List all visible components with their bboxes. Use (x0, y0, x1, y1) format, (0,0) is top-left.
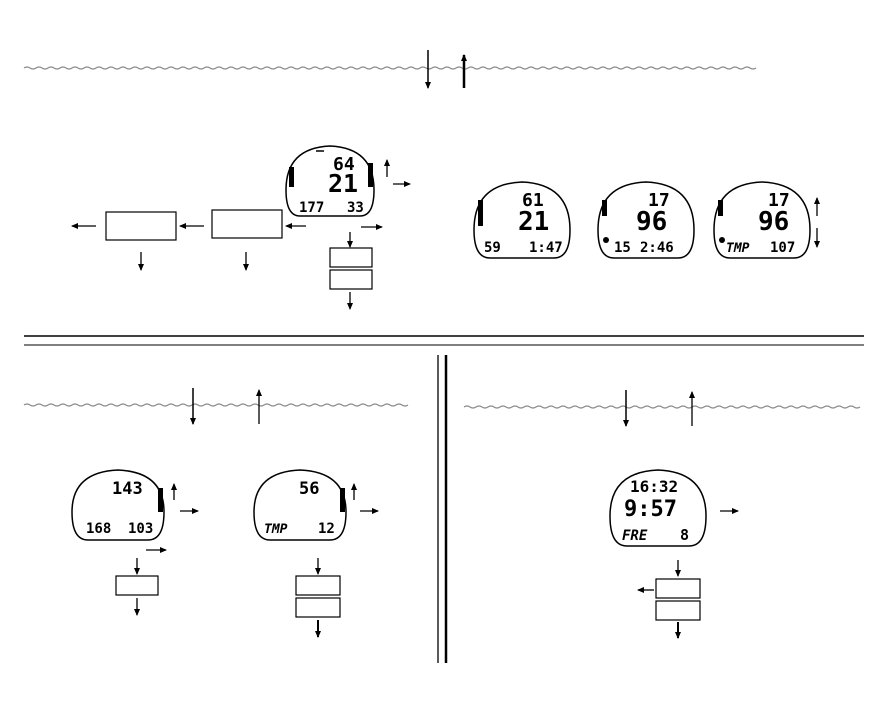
mode-box-1 (106, 212, 176, 240)
lcd-r2-line3b: 2:46 (640, 240, 674, 256)
lcd-r1-line3b: 1:47 (529, 240, 563, 256)
lcd-r3-line2: 96 (758, 207, 789, 237)
stack-box-upper (330, 248, 372, 267)
water-surface-line-bottom-left (24, 404, 408, 406)
lcd-screen-bottom-right: 16:32 9:57 FRE 8 (610, 470, 706, 546)
stack-box-br-upper (656, 579, 700, 598)
lcd-screen-bottom-left-1: 143 168 103 (72, 470, 164, 540)
lcd-bl1-line1: 143 (112, 479, 143, 499)
lcd-screen-bottom-left-2: 56 TMP 12 (254, 470, 346, 540)
lcd-screen-top-r3: 17 96 TMP 107 (714, 182, 810, 258)
lcd-r2-line3a: 15 (614, 240, 631, 256)
lcd-bl2-line3b: 12 (318, 521, 335, 537)
lcd-br-line1: 16:32 (630, 477, 678, 496)
box-bl1 (116, 576, 158, 595)
lcd-top-center-line3a: 177 (299, 200, 324, 216)
water-surface-line-top (24, 67, 756, 69)
lcd-r2-line2: 96 (636, 207, 667, 237)
lcd-br-line3b: 8 (680, 526, 689, 544)
stack-box-br-lower (656, 601, 700, 620)
lcd-r1-line3a: 59 (484, 240, 501, 256)
stack-box-bl2-lower (296, 598, 340, 617)
water-surface-line-bottom-right (464, 406, 860, 408)
lcd-r1-line2: 21 (518, 207, 549, 237)
lcd-bl1-line3b: 103 (128, 521, 153, 537)
stack-box-bl2-upper (296, 576, 340, 595)
lcd-top-center-line2: 21 (328, 169, 358, 198)
lcd-bl2-line3a: TMP (264, 522, 288, 537)
lcd-bl2-line1: 56 (299, 479, 319, 499)
lcd-screen-top-r1: 61 21 59 1:47 (474, 182, 570, 258)
lcd-r3-line3a: TMP (726, 241, 750, 256)
lcd-screen-top-r2: 17 96 15 2:46 (598, 182, 694, 258)
stack-box-lower (330, 270, 372, 289)
lcd-br-line3a: FRE (622, 528, 648, 544)
lcd-screen-top-center: 64 21 177 33 (286, 146, 374, 216)
lcd-top-center-line3b: 33 (347, 200, 364, 216)
mode-box-2 (212, 210, 282, 238)
lcd-bl1-line3a: 168 (86, 521, 111, 537)
lcd-r3-line3b: 107 (770, 240, 795, 256)
lcd-br-line2: 9:57 (624, 497, 677, 522)
